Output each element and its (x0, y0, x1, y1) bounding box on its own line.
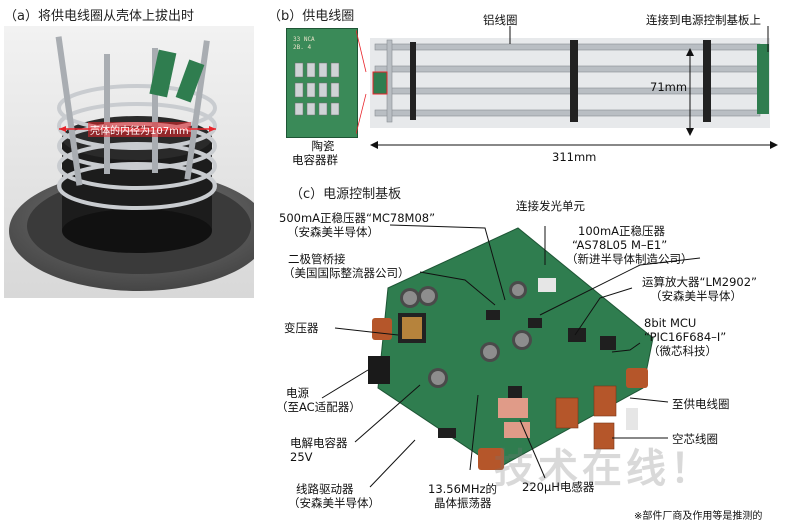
opamp-label-2: （安森美半导体） (650, 289, 742, 303)
reg500-label-1: 500mA正稳压器“MC78M08” (279, 211, 436, 225)
to-coil-label: 至供电线圈 (672, 397, 730, 411)
width-label: 311mm (552, 150, 597, 164)
ceramic-label-line2: 电容器群 (292, 153, 338, 167)
power-label-2: （至AC适配器） (276, 400, 361, 414)
capacitor-label-2: 25V (290, 450, 313, 464)
connect-board-leader (767, 26, 769, 52)
crystal-label-1: 13.56MHz的 (428, 482, 498, 496)
crystal-label-2: 晶体振荡器 (434, 496, 492, 510)
reg100-label-3: （新进半导体制造公司） (566, 252, 693, 266)
caption-c: （c）电源控制基板 (290, 187, 402, 202)
aluminum-coil-leader (509, 26, 511, 44)
mcu-label-2: “PIC16F684–I” (644, 330, 727, 344)
height-dimension-line (686, 48, 694, 136)
reg100-label-2: “AS78L05 M–E1” (572, 238, 668, 252)
aluminum-coil-photo (365, 30, 775, 135)
bridge-label-2: （美国国际整流器公司） (283, 266, 410, 280)
inductor-label: 220µH电感器 (522, 480, 595, 494)
footnote: ※部件厂商及作用等是推测的 (634, 511, 763, 522)
width-dimension-line (370, 141, 778, 149)
svg-text:33 NCA: 33 NCA (293, 36, 315, 43)
power-label-1: 电源 (286, 386, 309, 400)
height-label: 71mm (650, 80, 688, 94)
inner-diameter-label: 壳体的内径为107mm (88, 122, 191, 137)
driver-label-2: （安森美半导体） (288, 496, 380, 510)
mcu-label-1: 8bit MCU (644, 316, 697, 330)
inset-link-lines (356, 29, 367, 135)
led-unit-label: 连接发光单元 (516, 199, 585, 213)
opamp-label-1: 运算放大器“LM2902” (642, 275, 758, 289)
svg-text:2B. 4: 2B. 4 (293, 44, 311, 51)
air-coil-label: 空芯线圈 (672, 432, 718, 446)
watermark: 技术在线！ (494, 446, 714, 492)
coil-removed-photo: 壳体的内径为107mm (4, 26, 254, 298)
connect-board-label: 连接到电源控制基板上 (646, 13, 761, 27)
reg500-label-2: （安森美半导体） (287, 225, 379, 239)
power-control-board-photo (368, 218, 658, 480)
aluminum-coil-label: 铝线圈 (483, 13, 518, 27)
caption-b: （b）供电线圈 (268, 9, 355, 24)
caption-a: （a）将供电线圈从壳体上拔出时 (4, 9, 194, 24)
ceramic-label-line1: 陶瓷 (311, 139, 335, 153)
mcu-label-3: （微芯科技） (648, 344, 717, 358)
bridge-label-1: 二极管桥接 (288, 252, 346, 266)
capacitor-label-1: 电解电容器 (290, 436, 348, 450)
driver-label-1: 线路驱动器 (296, 482, 354, 496)
transformer-label: 变压器 (284, 321, 319, 335)
reg100-label-1: 100mA正稳压器 (578, 224, 666, 238)
